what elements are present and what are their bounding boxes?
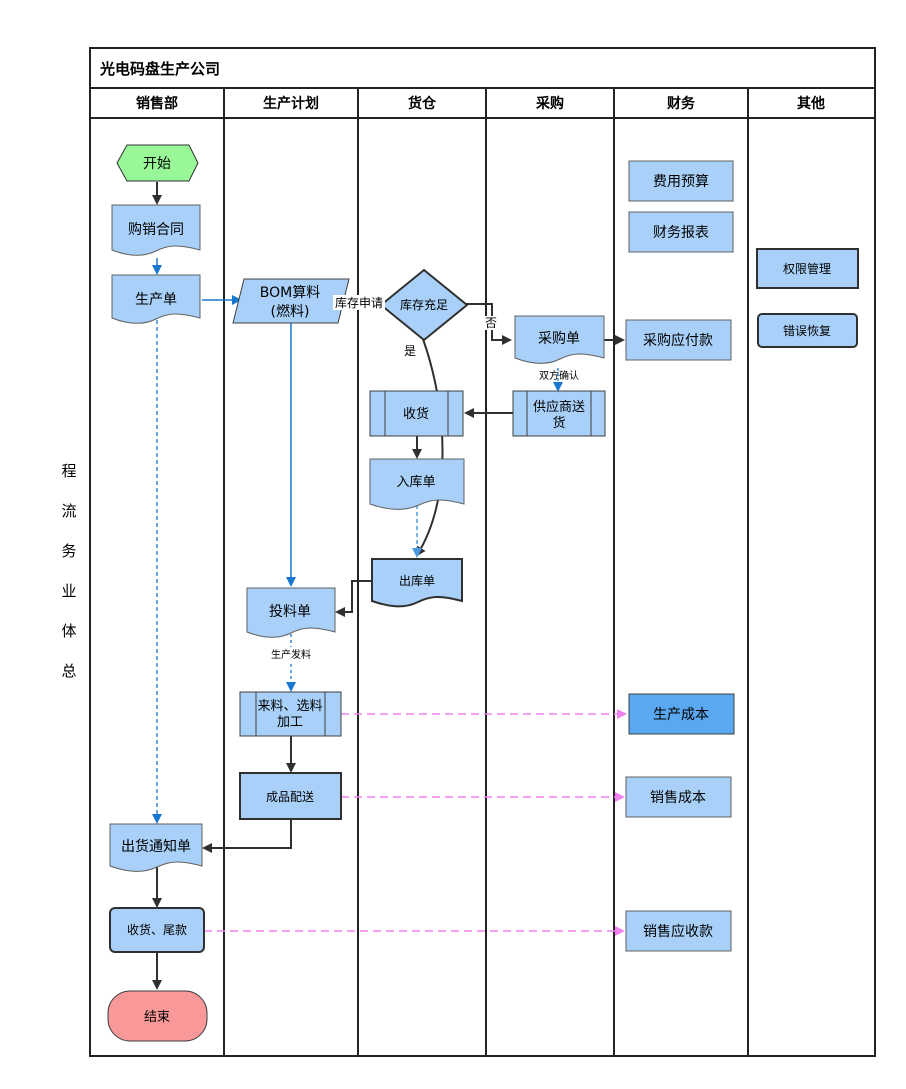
node-inbound: 入库单 xyxy=(369,458,465,510)
label-yes: 是 xyxy=(404,344,416,358)
node-material-processing: 来料、选料 加工 xyxy=(239,691,342,737)
svg-text:(燃料): (燃料) xyxy=(271,303,310,320)
svg-text:投料单: 投料单 xyxy=(269,604,311,620)
lane-header-warehouse: 货仓 xyxy=(407,95,437,112)
node-product-delivery: 成品配送 xyxy=(239,772,342,820)
arrow-stock-outbound xyxy=(415,338,444,557)
svg-text:供应商送: 供应商送 xyxy=(533,399,585,415)
side-label-char: 务 xyxy=(61,542,76,560)
label-stock-request: 库存申请 xyxy=(335,295,383,310)
node-receive: 收货 xyxy=(369,390,464,437)
svg-text:加工: 加工 xyxy=(277,715,303,730)
node-stock-check: 库存充足 xyxy=(379,268,469,342)
svg-text:购销合同: 购销合同 xyxy=(128,222,184,238)
side-label-char: 流 xyxy=(61,502,76,520)
svg-text:采购应付款: 采购应付款 xyxy=(643,332,713,349)
svg-text:货: 货 xyxy=(552,415,565,431)
svg-text:收货: 收货 xyxy=(403,406,429,422)
side-label-char: 程 xyxy=(61,462,76,480)
side-label: 程 流 务 业 体 总 xyxy=(61,462,76,680)
svg-text:费用预算: 费用预算 xyxy=(653,174,709,190)
lane-header-other: 其他 xyxy=(797,95,825,112)
node-financial-report: 财务报表 xyxy=(628,211,734,253)
arrow-outbound-feed xyxy=(335,580,372,617)
node-feed-order: 投料单 xyxy=(246,587,336,638)
lane-header-sales: 销售部 xyxy=(136,95,178,112)
svg-text:生产成本: 生产成本 xyxy=(653,707,709,723)
svg-text:结束: 结束 xyxy=(144,1010,170,1025)
lane-header-planning: 生产计划 xyxy=(263,95,319,112)
node-start: 开始 xyxy=(116,144,199,182)
svg-text:出货通知单: 出货通知单 xyxy=(121,838,191,855)
svg-text:BOM算料: BOM算料 xyxy=(260,285,320,301)
node-end: 结束 xyxy=(107,990,208,1042)
node-bom: BOM算料 (燃料) xyxy=(232,278,350,324)
side-label-char: 业 xyxy=(61,582,76,600)
svg-text:开始: 开始 xyxy=(143,156,171,172)
node-permission-management: 权限管理 xyxy=(756,248,859,289)
node-accounts-receivable: 销售应收款 xyxy=(625,910,732,952)
diagram-title: 光电码盘生产公司 xyxy=(99,60,220,78)
node-payment: 收货、尾款 xyxy=(109,907,205,953)
svg-text:出库单: 出库单 xyxy=(399,573,435,588)
node-production-order: 生产单 xyxy=(111,274,201,324)
node-accounts-payable: 采购应付款 xyxy=(625,319,732,361)
side-label-char: 总 xyxy=(61,662,76,680)
svg-text:收货、尾款: 收货、尾款 xyxy=(127,922,187,937)
connector-labels: 库存申请 否 是 双方确认 生产发料 xyxy=(267,295,579,661)
svg-text:错误恢复: 错误恢复 xyxy=(783,324,831,338)
lane-header-purchasing: 采购 xyxy=(535,95,564,112)
svg-text:入库单: 入库单 xyxy=(396,474,435,490)
svg-text:销售应收款: 销售应收款 xyxy=(643,923,713,940)
node-sales-cost: 销售成本 xyxy=(625,776,732,818)
label-material-issue: 生产发料 xyxy=(271,648,311,661)
svg-text:成品配送: 成品配送 xyxy=(266,789,314,804)
node-ship-notice: 出货通知单 xyxy=(109,823,203,872)
label-mutual-confirm: 双方确认 xyxy=(539,369,579,382)
label-no: 否 xyxy=(485,316,497,330)
lane-header-finance: 财务 xyxy=(666,95,696,112)
svg-text:库存充足: 库存充足 xyxy=(400,297,448,312)
node-outbound: 出库单 xyxy=(371,558,463,608)
svg-text:采购单: 采购单 xyxy=(538,331,580,347)
svg-text:销售成本: 销售成本 xyxy=(650,790,706,806)
side-label-char: 体 xyxy=(61,622,76,640)
node-production-cost: 生产成本 xyxy=(628,693,735,735)
node-supplier-delivery: 供应商送 货 xyxy=(512,390,606,437)
node-purchase-order: 采购单 xyxy=(514,315,605,364)
node-budget: 费用预算 xyxy=(628,160,734,202)
arrow-delivery-notice xyxy=(202,819,292,853)
svg-text:权限管理: 权限管理 xyxy=(783,261,831,276)
node-error-recovery: 错误恢复 xyxy=(757,313,858,348)
svg-text:财务报表: 财务报表 xyxy=(653,225,709,241)
svg-text:来料、选料: 来料、选料 xyxy=(257,699,322,714)
lane-headers: 销售部 生产计划 货仓 采购 财务 其他 xyxy=(136,95,825,112)
node-contract: 购销合同 xyxy=(111,204,201,256)
svg-text:生产单: 生产单 xyxy=(135,292,177,308)
frame xyxy=(89,47,876,1057)
